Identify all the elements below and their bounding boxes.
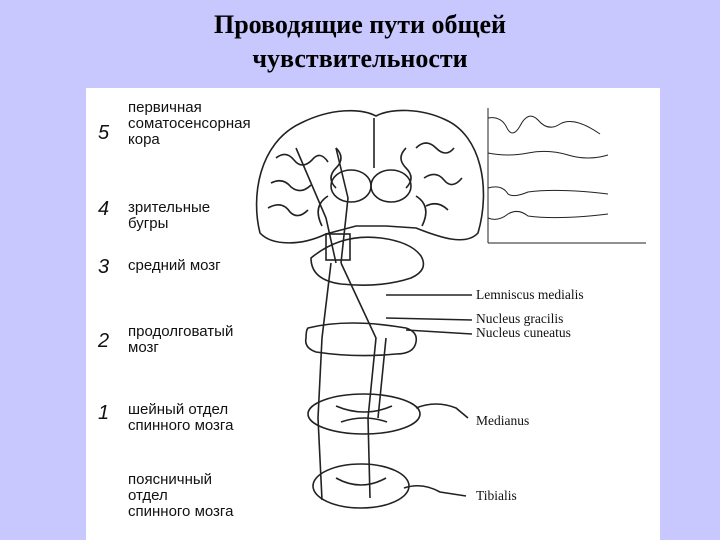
- level-num-2: 2: [98, 330, 109, 353]
- level-label-2: продолговатый мозг: [128, 324, 233, 356]
- level-num-3: 3: [98, 256, 109, 279]
- title-line-2: чувствительности: [0, 42, 720, 76]
- label-nucleus-cuneatus: Nucleus cuneatus: [476, 325, 571, 341]
- lumbar-line-3: спинного мозга: [128, 504, 233, 520]
- level-4-line-1: зрительные: [128, 200, 210, 216]
- lumbar-line-1: поясничный: [128, 472, 233, 488]
- level-1-line-2: спинного мозга: [128, 418, 233, 434]
- brain-outline: [257, 110, 484, 242]
- pathway-figure: 5 первичная соматосенсорная кора 4 зрите…: [86, 88, 660, 540]
- label-medianus: Medianus: [476, 413, 529, 429]
- level-num-1: 1: [98, 402, 109, 425]
- level-label-3: средний мозг: [128, 258, 221, 274]
- label-lemniscus-medialis: Lemniscus medialis: [476, 287, 584, 303]
- cervical-section: [308, 394, 420, 434]
- title-line-1: Проводящие пути общей: [0, 8, 720, 42]
- ep-trace-3: [488, 187, 608, 196]
- level-num-4: 4: [98, 198, 109, 221]
- level-2-line-1: продолговатый: [128, 324, 233, 340]
- ep-trace-1: [488, 116, 600, 134]
- level-5-line-2: соматосенсорная: [128, 116, 251, 132]
- lumbar-line-2: отдел: [128, 488, 233, 504]
- level-label-lumbar: поясничный отдел спинного мозга: [128, 472, 233, 520]
- lumbar-section: [313, 464, 409, 508]
- label-tibialis: Tibialis: [476, 488, 517, 504]
- level-num-5: 5: [98, 122, 109, 145]
- slide-title: Проводящие пути общей чувствительности: [0, 8, 720, 76]
- level-label-5: первичная соматосенсорная кора: [128, 100, 251, 148]
- midbrain-section: [311, 237, 423, 285]
- level-5-line-3: кора: [128, 132, 251, 148]
- level-label-1: шейный отдел спинного мозга: [128, 402, 233, 434]
- ep-trace-4: [488, 211, 608, 219]
- level-label-4: зрительные бугры: [128, 200, 210, 232]
- level-2-line-2: мозг: [128, 340, 233, 356]
- level-1-line-1: шейный отдел: [128, 402, 233, 418]
- level-5-line-1: первичная: [128, 100, 251, 116]
- level-3-line-1: средний мозг: [128, 258, 221, 274]
- ep-trace-2: [488, 151, 608, 158]
- level-4-line-2: бугры: [128, 216, 210, 232]
